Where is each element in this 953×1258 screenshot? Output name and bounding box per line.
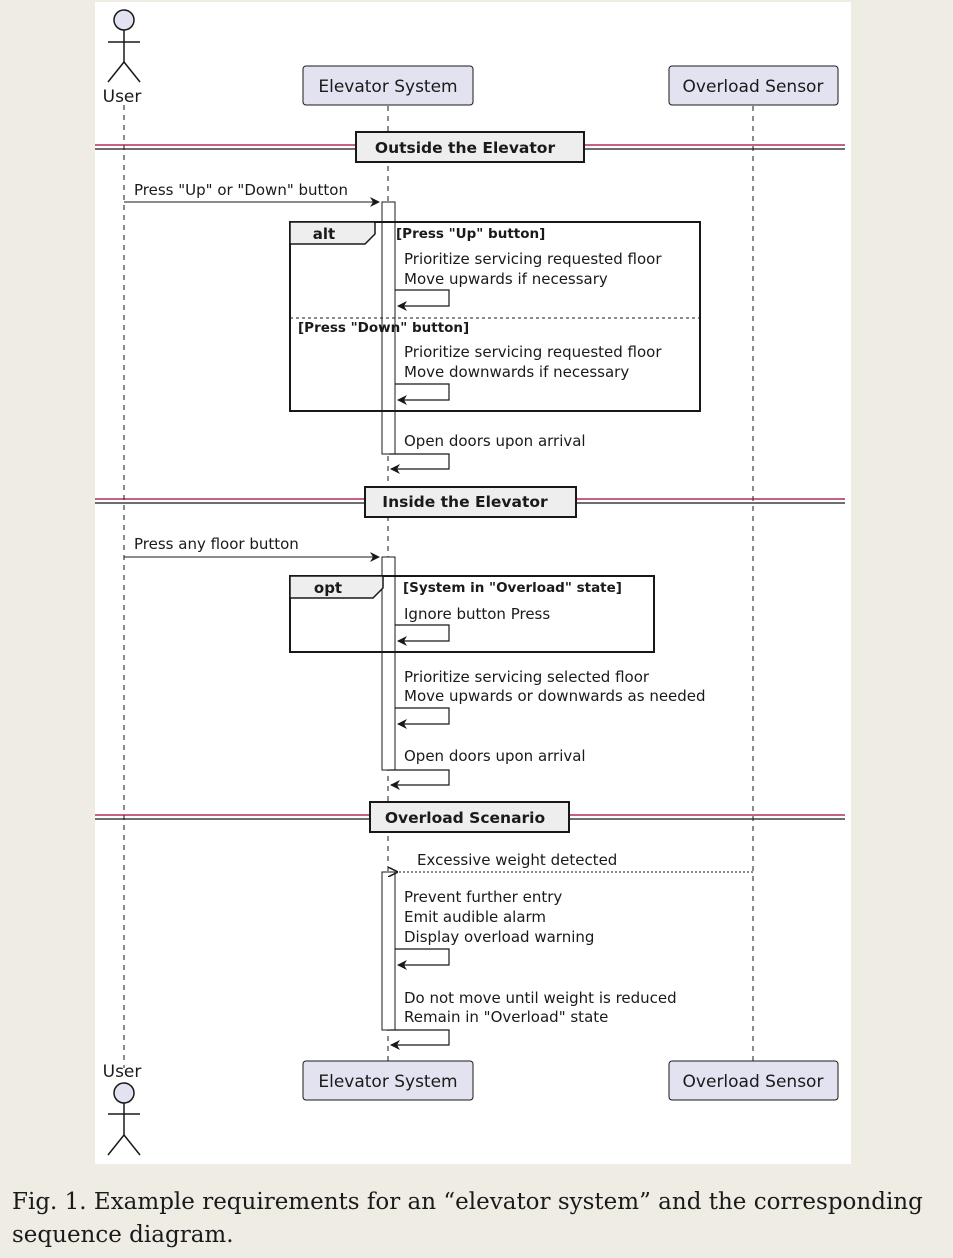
- message-press-up-down: Press "Up" or "Down" button: [134, 181, 348, 199]
- message-prevent-entry: Prevent further entry: [404, 888, 562, 906]
- elevator-participant-top: [302, 65, 474, 106]
- self-arrow-open-doors-1: [389, 453, 450, 474]
- user-label-bottom: User: [103, 1062, 142, 1082]
- message-alt-down-2: Move downwards if necessary: [404, 363, 629, 381]
- self-arrow-prioritize-selected: [395, 707, 450, 729]
- activation-bar: [381, 556, 396, 771]
- activation-bar: [381, 871, 396, 1031]
- user-actor-bottom: [107, 1082, 141, 1156]
- user-label-top: User: [103, 87, 142, 107]
- message-open-doors-2: Open doors upon arrival: [404, 747, 586, 765]
- sensor-participant-top: [668, 65, 839, 106]
- message-display-warning: Display overload warning: [404, 928, 594, 946]
- divider-inside-label: Inside the Elevator: [382, 493, 548, 511]
- opt-frame-tag: opt: [314, 579, 342, 597]
- opt-guard: [System in "Overload" state]: [403, 580, 622, 596]
- divider-overload: [95, 801, 845, 833]
- elevator-participant-bottom: [302, 1060, 474, 1101]
- self-arrow-alt-down: [395, 383, 450, 405]
- sensor-participant-bottom: [668, 1060, 839, 1101]
- message-prioritize-selected: Prioritize servicing selected floor: [404, 668, 650, 686]
- alt-frame: [289, 221, 701, 412]
- divider-inside: [95, 486, 845, 518]
- message-do-not-move: Do not move until weight is reduced: [404, 989, 677, 1007]
- self-arrow-alt-up: [395, 289, 450, 311]
- message-emit-alarm: Emit audible alarm: [404, 908, 546, 926]
- self-arrow-remain-overload: [389, 1029, 450, 1050]
- message-alt-down-1: Prioritize servicing requested floor: [404, 343, 662, 361]
- self-arrow-ignore: [395, 624, 450, 646]
- message-press-floor: Press any floor button: [134, 535, 299, 553]
- self-arrow-open-doors-2: [389, 769, 450, 790]
- message-remain-overload: Remain in "Overload" state: [404, 1008, 608, 1026]
- diagram-panel: [95, 2, 851, 1164]
- activation-bar: [381, 201, 396, 455]
- self-arrow-overload-actions: [395, 948, 450, 970]
- alt-frame-tag: alt: [313, 225, 335, 243]
- alt-guard-down: [Press "Down" button]: [298, 320, 469, 336]
- opt-frame-tab: [289, 575, 384, 599]
- user-actor-top: [107, 9, 141, 83]
- elevator-participant-label: Elevator System: [318, 77, 457, 97]
- message-alt-up-2: Move upwards if necessary: [404, 270, 608, 288]
- message-ignore-press: Ignore button Press: [404, 605, 550, 623]
- alt-frame-tab: [289, 221, 376, 245]
- divider-outside: [95, 131, 845, 163]
- alt-guard-up: [Press "Up" button]: [396, 226, 545, 242]
- elevator-participant-label-bottom: Elevator System: [318, 1072, 457, 1092]
- message-alt-up-1: Prioritize servicing requested floor: [404, 250, 662, 268]
- message-move-as-needed: Move upwards or downwards as needed: [404, 687, 706, 705]
- message-excessive-weight: Excessive weight detected: [417, 851, 617, 869]
- figure-caption: Fig. 1. Example requirements for an “ele…: [12, 1189, 923, 1248]
- sensor-participant-label: Overload Sensor: [683, 77, 824, 97]
- divider-outside-label: Outside the Elevator: [375, 139, 556, 157]
- divider-overload-label: Overload Scenario: [385, 809, 545, 827]
- opt-frame: [289, 575, 655, 653]
- sensor-participant-label-bottom: Overload Sensor: [683, 1072, 824, 1092]
- message-open-doors-1: Open doors upon arrival: [404, 432, 586, 450]
